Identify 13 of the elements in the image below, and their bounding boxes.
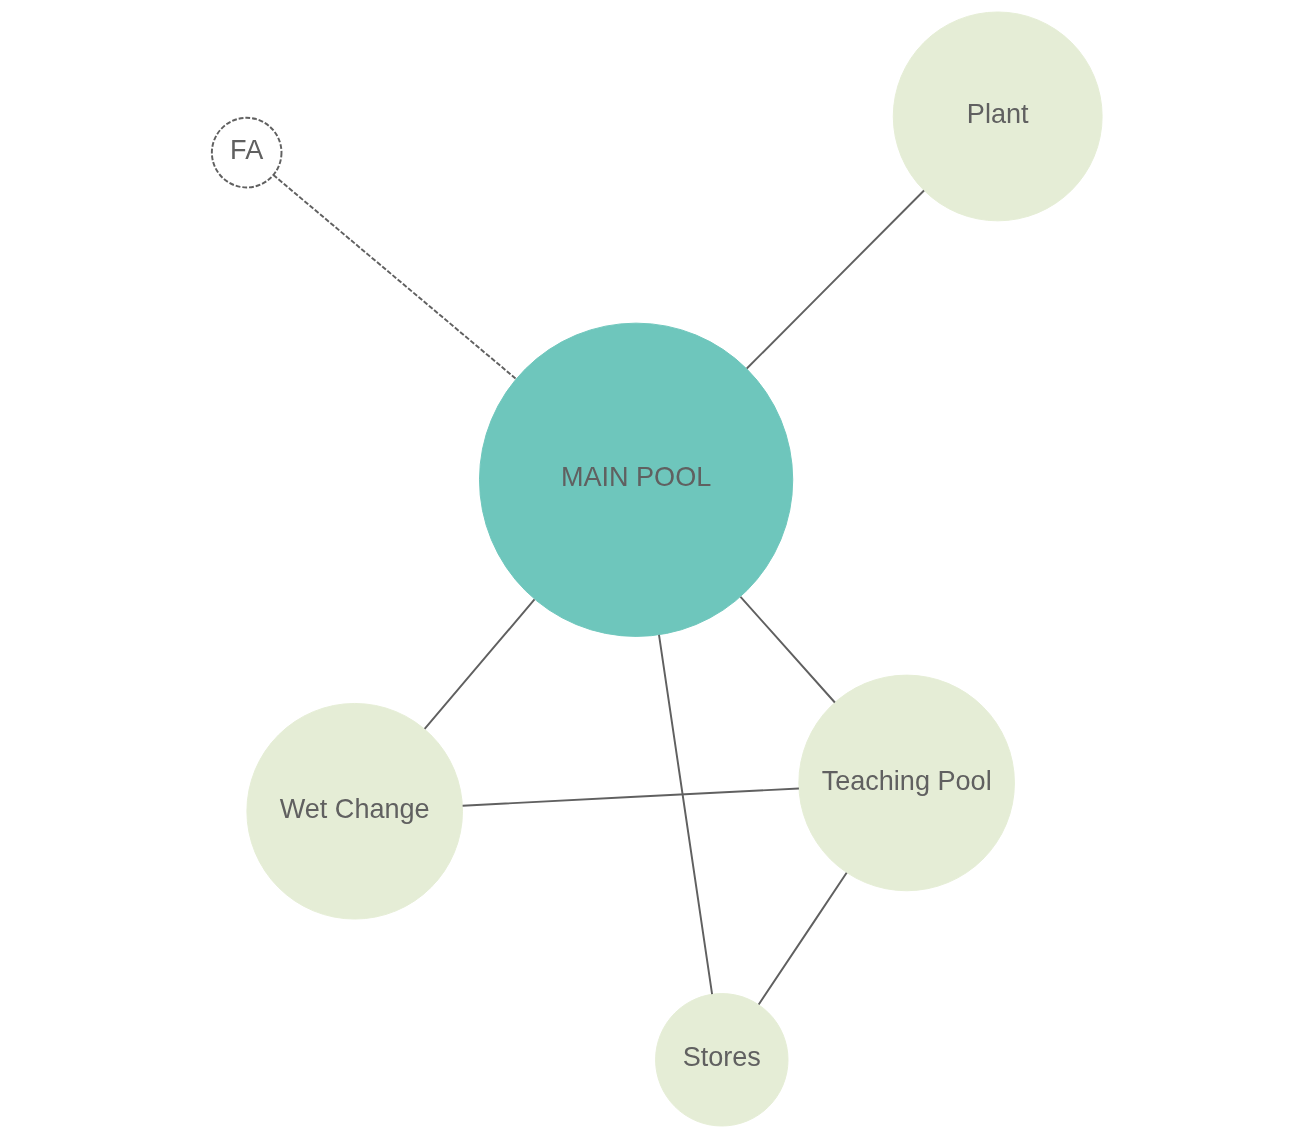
node-circle: FA — [210, 116, 282, 189]
node-circle: Teaching Pool — [797, 674, 1015, 892]
connector — [757, 871, 848, 1006]
node-circle: Stores — [654, 993, 788, 1127]
connector — [423, 598, 535, 730]
connector — [271, 174, 517, 380]
connector — [657, 633, 713, 996]
connector — [739, 595, 836, 704]
connector — [745, 189, 925, 370]
node-circle: Plant — [892, 11, 1103, 222]
node-circle: Wet Change — [245, 702, 463, 920]
node-circle: MAIN POOL — [478, 322, 793, 637]
connector — [461, 787, 800, 807]
